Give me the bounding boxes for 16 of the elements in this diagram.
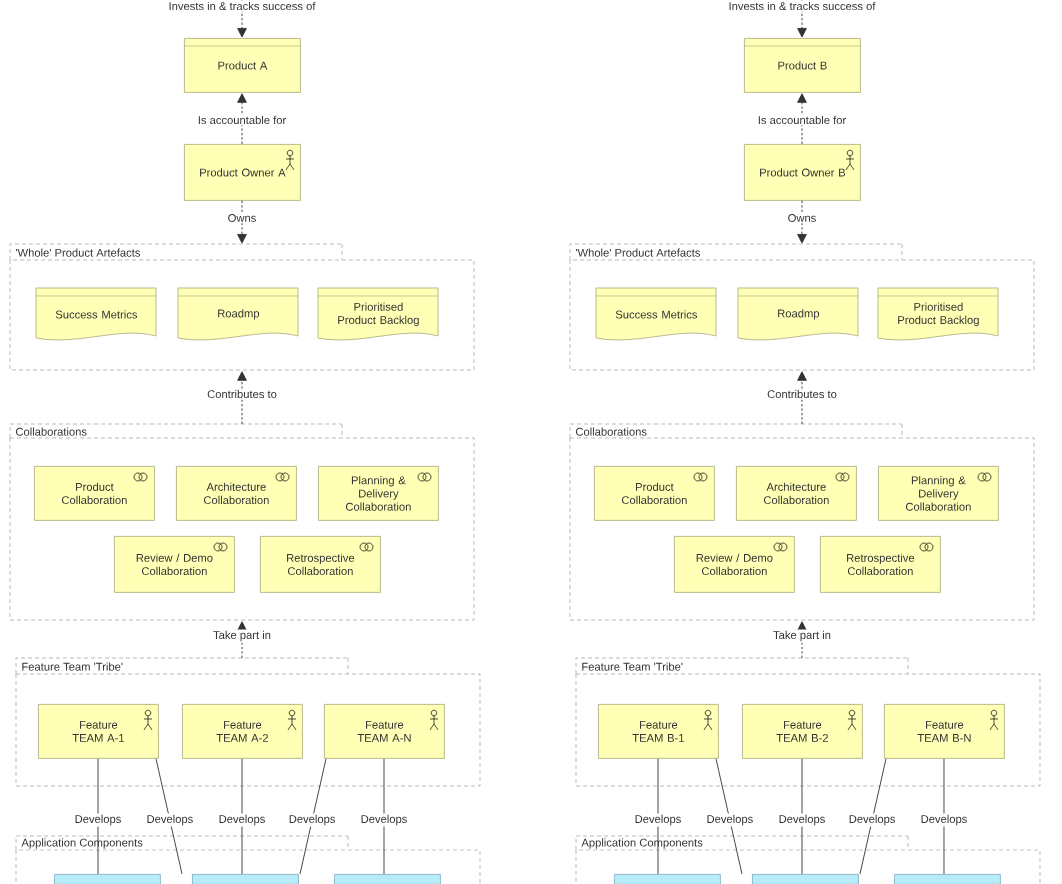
component-box	[334, 874, 441, 884]
arrow	[797, 371, 807, 425]
arrow	[237, 621, 247, 659]
component-box	[54, 874, 161, 884]
component-box	[752, 874, 859, 884]
arrow	[797, 0, 807, 38]
arrow	[797, 200, 807, 244]
component-box	[894, 874, 1001, 884]
arrow	[797, 621, 807, 659]
arrow	[797, 93, 807, 145]
arrow	[237, 0, 247, 38]
component-box	[614, 874, 721, 884]
arrow	[237, 371, 247, 425]
component-box	[192, 874, 299, 884]
arrow	[237, 93, 247, 145]
arrow	[237, 200, 247, 244]
